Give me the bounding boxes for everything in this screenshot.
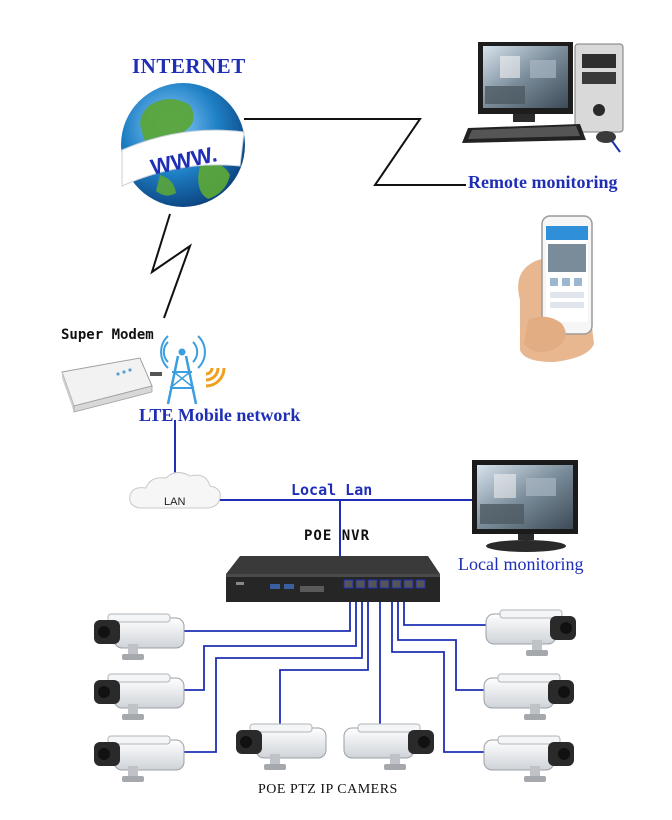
camera-icon: [93, 673, 185, 721]
monitor-icon: [472, 460, 578, 552]
camera-icon: [93, 735, 185, 783]
cam-cable-left-3: [184, 595, 363, 753]
camera-icon: [483, 673, 575, 721]
cell-tower-icon: [160, 335, 226, 405]
smartphone-icon: [518, 215, 594, 362]
cam-cable-right-3: [391, 595, 484, 753]
cam-cable-center-1: [279, 595, 369, 727]
cam-cable-right-1: [403, 595, 486, 626]
poe-nvr-label: POE NVR: [304, 528, 371, 544]
desktop-computer-icon: [462, 42, 624, 153]
camera-icon: [93, 613, 185, 661]
internet-title: INTERNET: [132, 54, 246, 78]
signal-waves-icon: [205, 367, 226, 388]
ip-cameras-label: POE PTZ IP CAMERS: [258, 782, 398, 797]
camera-icon: [485, 609, 577, 657]
lan-cloud-label: LAN: [164, 496, 185, 508]
camera-icon: [235, 723, 327, 771]
local-monitoring-label: Local monitoring: [458, 554, 584, 574]
wireless-link: [150, 213, 192, 319]
cam-cable-right-2: [397, 595, 484, 691]
globe-icon: WWW.: [121, 83, 245, 207]
modem-icon: [61, 357, 162, 413]
camera-icon: [343, 723, 435, 771]
super-modem-label: Super Modem: [61, 327, 154, 343]
nvr-icon: [226, 556, 440, 602]
internet-to-remote-link: [244, 118, 466, 186]
nvr-ports: [343, 579, 426, 589]
local-lan-label: Local Lan: [291, 481, 373, 499]
cam-cable-left-2: [184, 595, 357, 691]
remote-monitoring-label: Remote monitoring: [468, 172, 618, 192]
cloud-icon: LAN: [129, 472, 221, 509]
lte-network-label: LTE Mobile network: [139, 405, 301, 425]
cam-cable-left-1: [180, 595, 351, 632]
camera-icon: [483, 735, 575, 783]
